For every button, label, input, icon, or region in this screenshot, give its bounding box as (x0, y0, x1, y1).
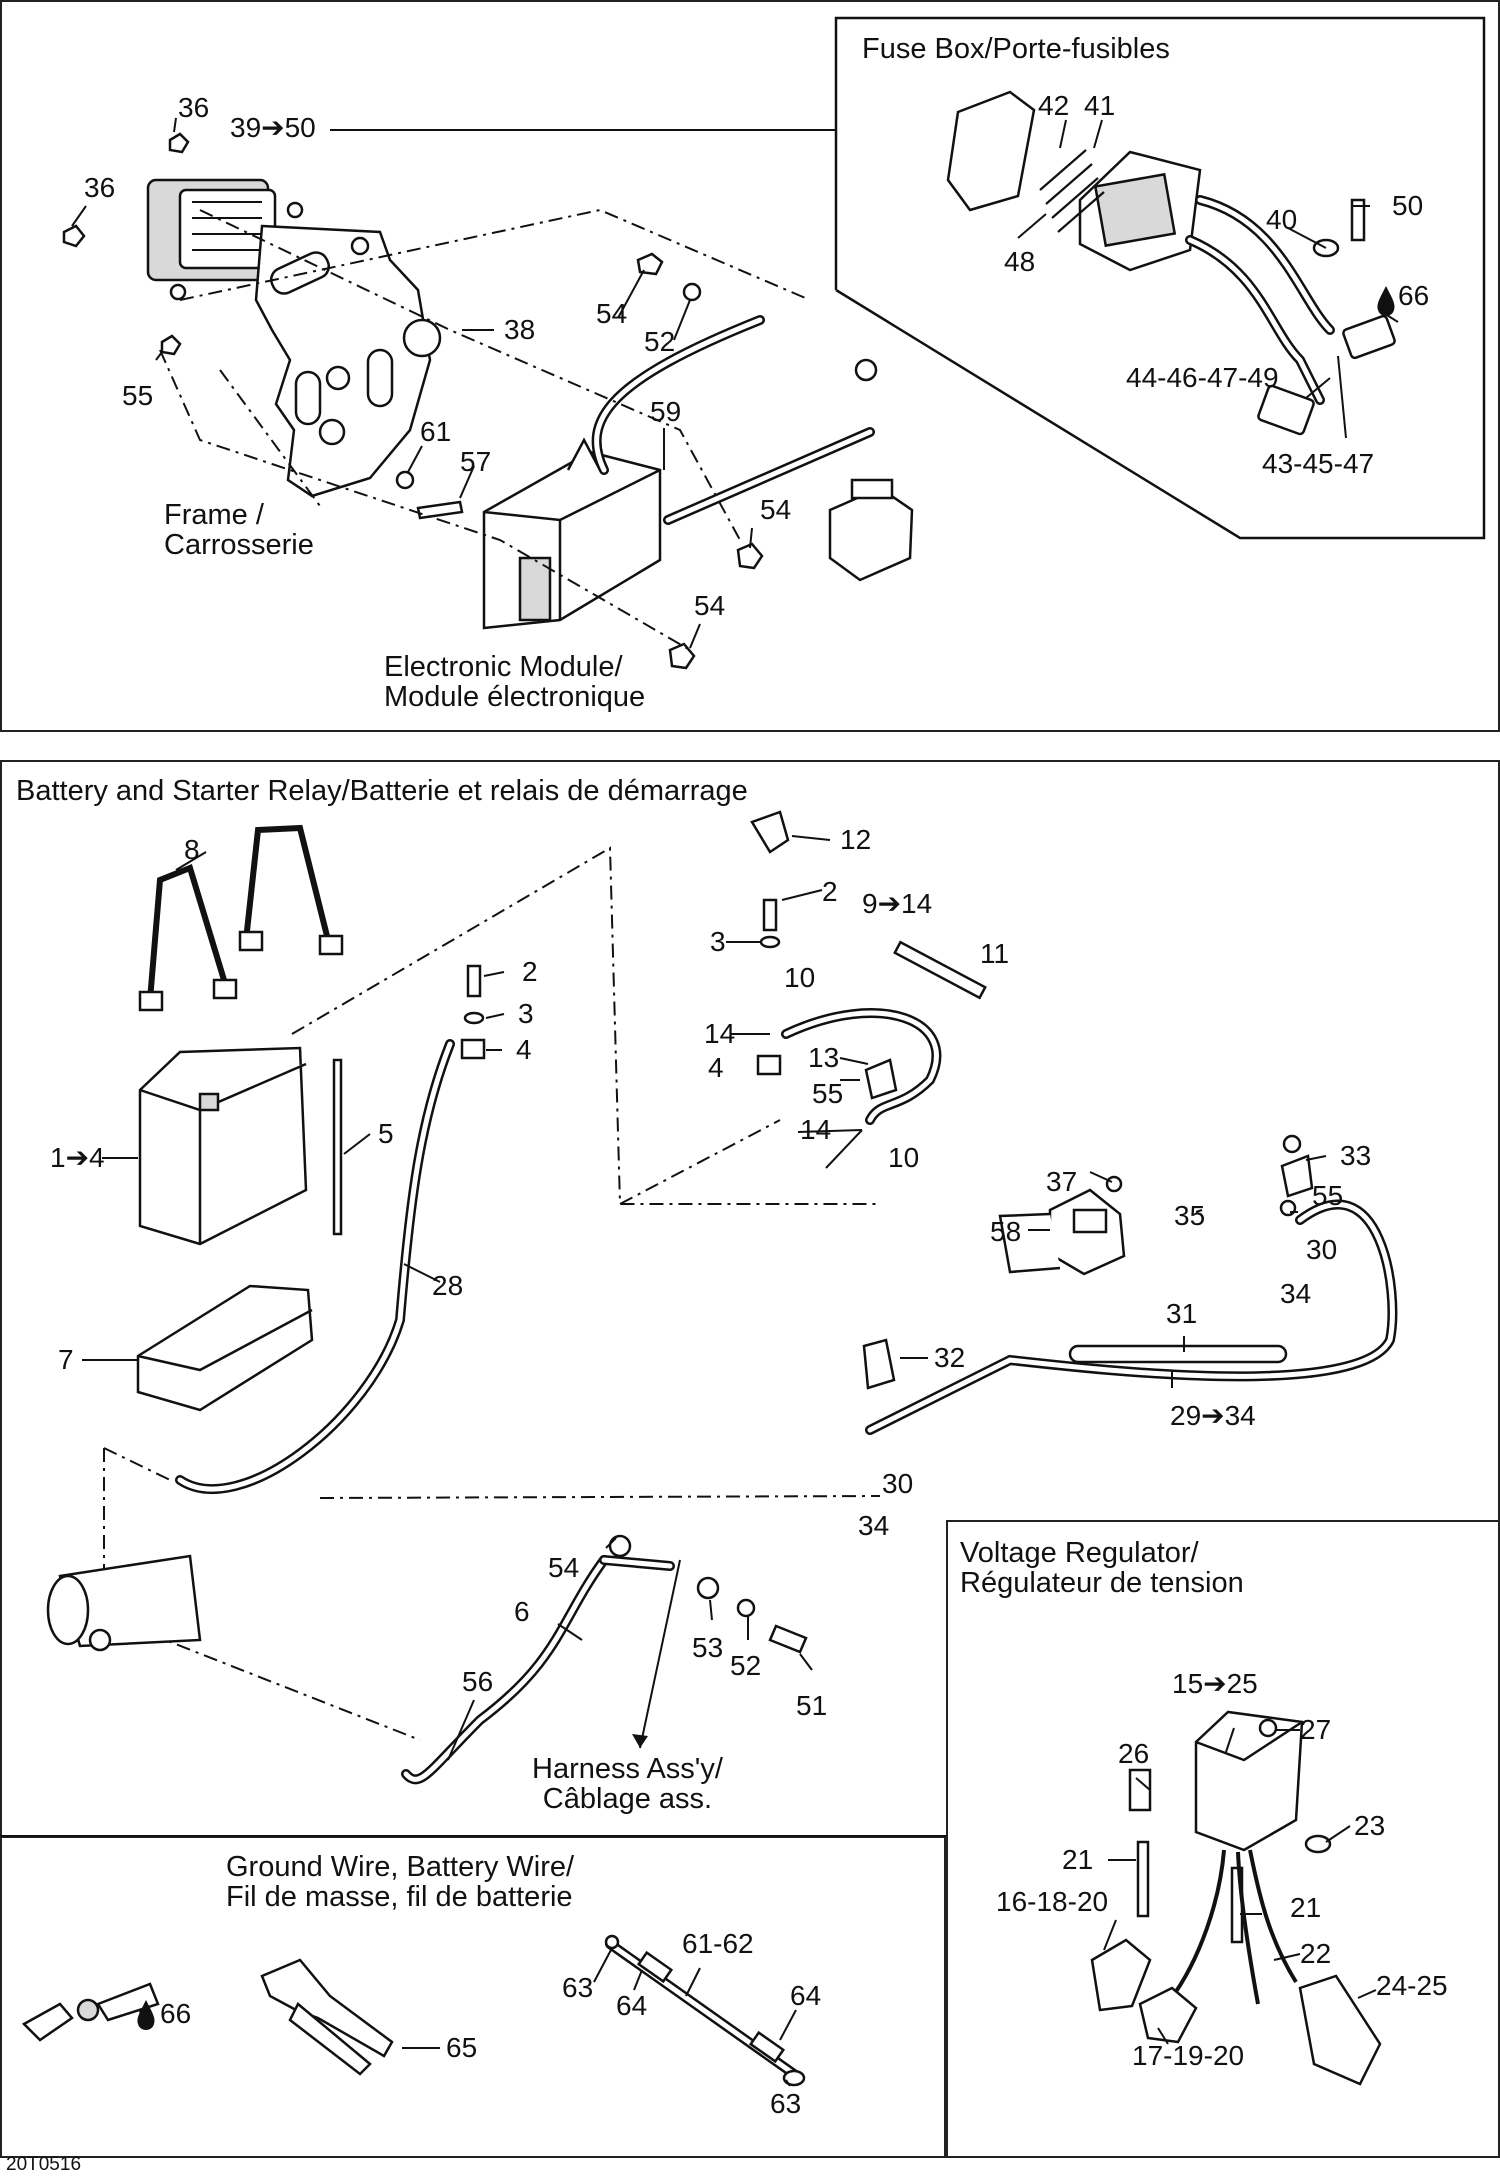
callout-16-18-20: 16-18-20 (996, 1886, 1109, 1917)
callout-5: 5 (378, 1118, 394, 1149)
frame-caption: Frame / Carrosserie (164, 499, 314, 562)
callout-26: 26 (1118, 1738, 1150, 1769)
callout-63: 63 (770, 2088, 802, 2119)
voltage-regulator-parts (1090, 1710, 1382, 2086)
callout-48: 48 (1004, 246, 1036, 277)
voltage-regulator-panel-title: Voltage Regulator/ Régulateur de tension (960, 1537, 1244, 1600)
callout-17-19-20: 17-19-20 (1132, 2040, 1245, 2071)
fuse-box-title: Fuse Box/Porte-fusibles (862, 33, 1170, 65)
callout-4: 4 (708, 1052, 724, 1083)
grease-droplet-icon (1377, 286, 1395, 316)
callout-40: 40 (1266, 204, 1298, 235)
callout-3: 3 (518, 998, 534, 1029)
callout-36: 36 (178, 92, 210, 123)
callout-55: 55 (812, 1078, 844, 1109)
callout-10: 10 (888, 1142, 920, 1173)
callout-2: 2 (822, 876, 838, 907)
callout-50: 50 (1392, 190, 1424, 221)
callout-27: 27 (1300, 1714, 1332, 1745)
callout-30: 30 (1306, 1234, 1338, 1265)
callout-54: 54 (548, 1552, 580, 1583)
callout-54: 54 (596, 298, 628, 329)
callout-3: 3 (710, 926, 726, 957)
battery-parts (136, 824, 344, 1412)
callout-58: 58 (990, 1216, 1022, 1247)
callout-64: 64 (616, 1990, 648, 2021)
callout-56: 56 (462, 1666, 494, 1697)
callout-34: 34 (1280, 1278, 1312, 1309)
electronic-module-59 (482, 437, 662, 630)
callout-59: 59 (650, 396, 682, 427)
callout-14: 14 (800, 1114, 832, 1145)
callout-10: 10 (784, 962, 816, 993)
callout-8: 8 (184, 834, 200, 865)
callout-22: 22 (1300, 1938, 1332, 1969)
starter-relay-35 (998, 1134, 1302, 1276)
callout-44-46-47-49: 44-46-47-49 (1126, 362, 1279, 393)
callout-32: 32 (934, 1342, 966, 1373)
panel-electronic-module (0, 0, 1500, 732)
callout-6: 6 (514, 1596, 530, 1627)
callout-57: 57 (460, 446, 492, 477)
callout-53: 53 (692, 1632, 724, 1663)
callout-7: 7 (58, 1344, 74, 1375)
callout-23: 23 (1354, 1810, 1386, 1841)
callout-24-25: 24-25 (1376, 1970, 1448, 2001)
callout-39-50: 39➔50 (230, 112, 316, 143)
fuse-box-parts (946, 90, 1396, 436)
drawing-number: 20T0516 (6, 2154, 82, 2175)
callout-31: 31 (1166, 1298, 1198, 1329)
callout-55: 55 (1312, 1180, 1344, 1211)
callout-15-25: 15➔25 (1172, 1668, 1258, 1699)
callout-4: 4 (516, 1034, 532, 1065)
callout-61-62: 61-62 (682, 1928, 754, 1959)
callout-52: 52 (644, 326, 676, 357)
callout-61: 61 (420, 416, 452, 447)
connector-39-50 (146, 178, 304, 301)
callout-21: 21 (1062, 1844, 1094, 1875)
ground-wire-parts (21, 1934, 806, 2087)
callout-29-34: 29➔34 (1170, 1400, 1256, 1431)
callout-63: 63 (562, 1972, 594, 2003)
callout-12: 12 (840, 824, 872, 855)
panel-ground-wire (0, 1836, 946, 2158)
starter-relay-top (828, 358, 914, 582)
ground-wire-panel-title: Ground Wire, Battery Wire/ Fil de masse,… (226, 1851, 575, 1914)
callout-13: 13 (808, 1042, 840, 1073)
callout-42: 42 (1038, 90, 1070, 121)
callout-34: 34 (858, 1510, 890, 1541)
callout-2: 2 (522, 956, 538, 987)
grease-droplet-icon (137, 2000, 155, 2030)
callout-1-4: 1➔4 (50, 1142, 105, 1173)
callout-36: 36 (84, 172, 116, 203)
hardware-top (62, 132, 764, 670)
callout-65: 65 (446, 2032, 478, 2063)
callout-43-45-47: 43-45-47 (1262, 448, 1375, 479)
callout-66: 66 (1398, 280, 1430, 311)
callout-55: 55 (122, 380, 154, 411)
harness-caption: Harness Ass'y/ Câblage ass. (532, 1753, 723, 1816)
electronic-module-caption: Electronic Module/ Module électronique (384, 651, 646, 714)
callout-9-14: 9➔14 (862, 888, 933, 919)
callout-64: 64 (790, 1980, 822, 2011)
callout-54: 54 (760, 494, 792, 525)
battery-panel-title: Battery and Starter Relay/Batterie et re… (16, 775, 748, 807)
callout-38: 38 (504, 314, 536, 345)
callout-52: 52 (730, 1650, 762, 1681)
bracket-38 (254, 224, 442, 498)
callout-35: 35 (1174, 1200, 1206, 1231)
callout-51: 51 (796, 1690, 828, 1721)
callout-14: 14 (704, 1018, 736, 1049)
callout-30: 30 (882, 1468, 914, 1499)
callout-28: 28 (432, 1270, 464, 1301)
callout-54: 54 (694, 590, 726, 621)
callout-21: 21 (1290, 1892, 1322, 1923)
callout-11: 11 (980, 938, 1010, 969)
callout-33: 33 (1340, 1140, 1372, 1171)
callout-66: 66 (160, 1998, 192, 2029)
callout-37: 37 (1046, 1166, 1078, 1197)
callout-41: 41 (1084, 90, 1116, 121)
starter-motor (46, 1554, 202, 1652)
